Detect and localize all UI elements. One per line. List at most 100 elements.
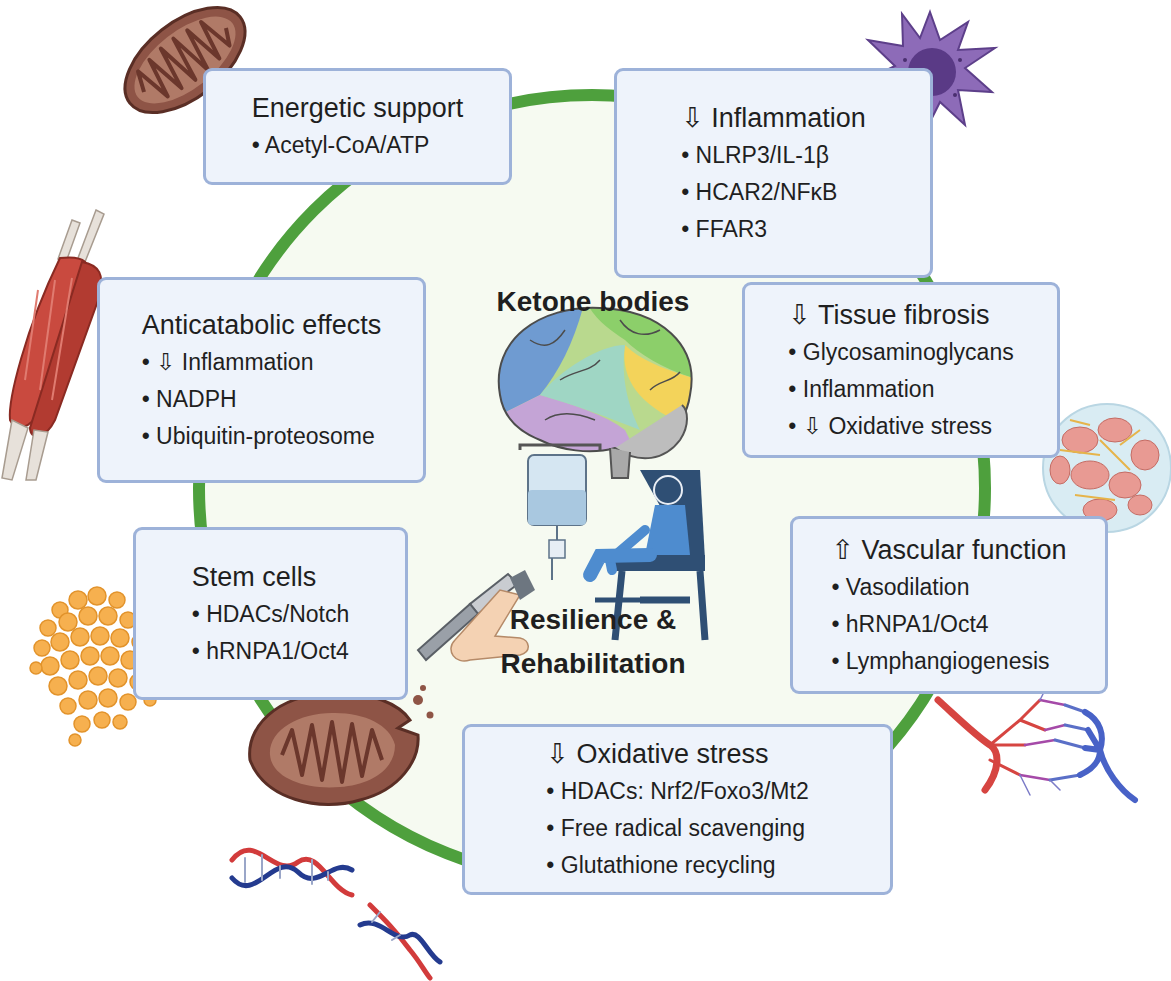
fibrosis-tissue-icon-part (1128, 495, 1152, 515)
stem-cell-cluster-part (34, 640, 50, 656)
stem-cell-cluster-part (49, 677, 67, 695)
brain-icon-part (490, 300, 700, 460)
bullet-item: • Glycosaminoglycans (788, 334, 1013, 371)
bullet-item: • Ubiquitin-proteosome (142, 418, 375, 455)
bullet-item: • hRNPA1/Oct4 (831, 606, 988, 643)
stem-cell-cluster-part (51, 633, 69, 651)
muscle-icon-part (58, 220, 80, 262)
vessel-network-icon-part (938, 700, 997, 790)
box-heading: ⇩ Inflammation (681, 99, 866, 137)
bullet-item: • Acetyl-CoA/ATP (252, 127, 430, 164)
damaged-mitochondrion-icon-part (250, 694, 419, 804)
box-content: Anticatabolic effects• ⇩ Inflammation• N… (142, 306, 382, 455)
bullet-item: • NADPH (142, 381, 237, 418)
brain-icon-part (610, 448, 630, 478)
bullet-item: • Inflammation (788, 371, 934, 408)
box-heading: ⇩ Tissue fibrosis (788, 296, 989, 334)
damaged-mitochondrion-icon-part (413, 695, 423, 705)
fibrosis-tissue-icon-part (1098, 418, 1132, 442)
stem-cell-cluster-part (101, 647, 119, 665)
stem-cell-cluster-part (30, 662, 42, 674)
iv-bag-icon (520, 445, 600, 580)
vessel-network-icon-part (990, 700, 1045, 775)
iv-bag-icon-part (528, 455, 586, 525)
bullet-item: • HCAR2/NFκB (681, 174, 837, 211)
info-box: Stem cells• HDACs/Notch• hRNPA1/Oct4 (133, 527, 408, 700)
dna-strand-icon-part (372, 912, 400, 940)
stem-cell-cluster-part (109, 592, 125, 608)
bullet-item: • HDACs/Notch (192, 596, 350, 633)
stem-cell-cluster-part (88, 587, 106, 605)
box-content: Stem cells• HDACs/Notch• hRNPA1/Oct4 (192, 558, 350, 670)
muscle-icon (2, 210, 104, 480)
info-box: Anticatabolic effects• ⇩ Inflammation• N… (97, 277, 426, 483)
box-content: Energetic support• Acetyl-CoA/ATP (252, 89, 464, 164)
damaged-mitochondrion-icon (250, 685, 434, 804)
bullet-item: • hRNPA1/Oct4 (192, 633, 349, 670)
dna-strand-icon-part (245, 855, 328, 884)
immune-cell-icon-part (958, 58, 962, 62)
bullet-item: • ⇩ Oxidative stress (788, 408, 992, 445)
stem-cell-cluster-part (59, 613, 77, 631)
stem-cell-cluster-part (61, 651, 79, 669)
damaged-mitochondrion-icon-part (420, 685, 426, 691)
stem-cell-cluster-part (74, 716, 90, 732)
damaged-mitochondrion-icon-part (282, 722, 382, 782)
stem-cell-cluster-part (79, 691, 97, 709)
stem-cell-cluster-part (69, 591, 87, 609)
iv-bag-icon-part (520, 445, 600, 450)
fibrosis-tissue-icon-part (1043, 404, 1171, 532)
patient-chair-icon-part (654, 476, 682, 504)
box-content: ⇩ Oxidative stress• HDACs: Nrf2/Foxo3/Mt… (546, 735, 808, 884)
box-content: ⇩ Inflammation• NLRP3/IL-1β• HCAR2/NFκB•… (681, 99, 866, 248)
dna-strand-icon-part (232, 867, 352, 886)
stem-cell-cluster-part (91, 627, 109, 645)
damaged-mitochondrion-icon-part (270, 713, 395, 787)
stem-cell-cluster-part (40, 620, 56, 636)
brain-icon-part-part (540, 345, 640, 430)
brain-icon-part (615, 405, 687, 458)
info-box: Energetic support• Acetyl-CoA/ATP (203, 68, 512, 185)
vessel-network-icon-part (1020, 690, 1060, 795)
patient-chair-icon-part (645, 505, 690, 555)
stem-cell-cluster-part (69, 734, 81, 746)
fibrosis-tissue-icon-part (1131, 440, 1159, 470)
patient-chair-icon-part (595, 598, 640, 603)
iv-bag-icon-part (549, 540, 565, 558)
stem-cell-cluster-part (41, 657, 59, 675)
box-content: ⇧ Vascular function• Vasodilation• hRNPA… (831, 531, 1066, 680)
stem-cell-cluster-part (60, 698, 76, 714)
info-box: ⇩ Oxidative stress• HDACs: Nrf2/Foxo3/Mt… (462, 724, 893, 895)
box-heading: Anticatabolic effects (142, 306, 382, 344)
muscle-icon-part (78, 210, 104, 262)
bullet-item: • ⇩ Inflammation (142, 344, 314, 381)
box-content: ⇩ Tissue fibrosis• Glycosaminoglycans• I… (788, 296, 1013, 445)
bullet-item: • FFAR3 (681, 211, 767, 248)
box-heading: Energetic support (252, 89, 464, 127)
immune-cell-icon-part (953, 93, 957, 97)
stem-cell-cluster-part (113, 715, 127, 729)
info-box: ⇩ Inflammation• NLRP3/IL-1β• HCAR2/NFκB•… (614, 68, 933, 278)
stem-cell-cluster-part (81, 647, 99, 665)
stem-cell-cluster-part (109, 669, 127, 687)
dna-strand-icon (232, 850, 440, 978)
dna-strand-icon-part (360, 923, 440, 962)
damaged-mitochondrion-icon-part (427, 712, 434, 719)
stem-cell-cluster-part (120, 694, 136, 710)
bullet-item: • Free radical scavenging (546, 810, 805, 847)
box-heading: ⇩ Oxidative stress (546, 735, 768, 773)
patient-chair-icon-part (640, 470, 705, 560)
vessel-network-icon-part (1050, 705, 1088, 780)
fibrosis-tissue-icon-part (1060, 420, 1140, 500)
patient-chair-icon-part (590, 555, 650, 575)
bullet-item: • NLRP3/IL-1β (681, 137, 829, 174)
iv-bag-icon-part (528, 490, 586, 525)
brain-icon-part-part (490, 300, 700, 460)
dna-strand-icon-part (232, 850, 352, 895)
box-heading: ⇧ Vascular function (831, 531, 1066, 569)
bullet-item: • Glutathione recycling (546, 847, 775, 884)
vessel-network-icon-part (1080, 712, 1135, 800)
fibrosis-tissue-icon (1043, 404, 1171, 532)
info-box: ⇩ Tissue fibrosis• Glycosaminoglycans• I… (742, 282, 1060, 458)
